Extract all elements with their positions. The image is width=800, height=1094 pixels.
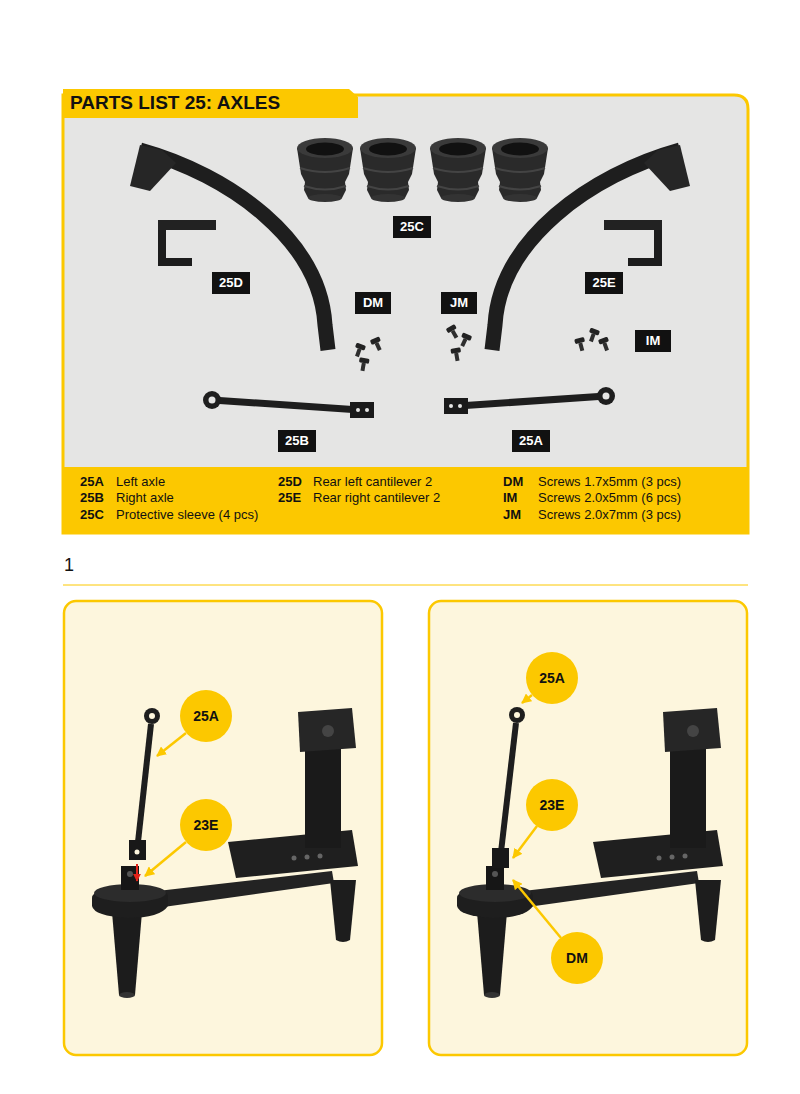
part-code: 25A xyxy=(193,708,219,725)
part-code: 25C xyxy=(400,219,424,235)
part-code: 25D xyxy=(219,275,243,291)
part-code: JM xyxy=(503,507,521,523)
callout-circle: DM xyxy=(551,932,603,984)
part-code: 23E xyxy=(194,817,219,834)
callout-circle: 25A xyxy=(180,690,232,742)
part-code: 25E xyxy=(278,490,301,506)
part-tag: DM xyxy=(355,292,391,314)
part-code: IM xyxy=(503,490,517,506)
part-tag: 25E xyxy=(585,272,622,294)
part-code: 25A xyxy=(539,670,565,687)
part-name: Right axle xyxy=(116,490,174,506)
part-name: Screws 2.0x5mm (6 pcs) xyxy=(538,490,681,506)
part-name: Left axle xyxy=(116,474,165,490)
part-code: DM xyxy=(566,950,588,967)
part-code: 25C xyxy=(80,507,104,523)
part-code: 25B xyxy=(80,490,104,506)
part-code: IM xyxy=(646,333,660,349)
parts-list-title: PARTS LIST 25: AXLES xyxy=(70,92,280,115)
part-tag: IM xyxy=(635,330,671,352)
part-code: 25B xyxy=(285,433,309,449)
part-name: Protective sleeve (4 pcs) xyxy=(116,507,258,523)
callout-circle: 23E xyxy=(526,779,578,831)
part-tag: 25B xyxy=(278,430,316,452)
part-code: 25D xyxy=(278,474,302,490)
part-tag: 25A xyxy=(512,430,550,452)
part-tag: 25C xyxy=(393,216,431,238)
part-name: Rear right cantilever 2 xyxy=(313,490,440,506)
part-code: 25A xyxy=(519,433,543,449)
part-name: Screws 2.0x7mm (3 pcs) xyxy=(538,507,681,523)
part-tag: 25D xyxy=(212,272,250,294)
callout-circle: 25A xyxy=(526,652,578,704)
part-code: JM xyxy=(450,295,468,311)
step-number: 1 xyxy=(64,555,74,577)
part-name: Rear left cantilever 2 xyxy=(313,474,432,490)
part-code: DM xyxy=(503,474,523,490)
part-name: Screws 1.7x5mm (3 pcs) xyxy=(538,474,681,490)
part-tag: JM xyxy=(441,292,477,314)
part-code: 23E xyxy=(540,797,565,814)
callout-circle: 23E xyxy=(180,799,232,851)
part-code: DM xyxy=(363,295,383,311)
part-code: 25E xyxy=(592,275,615,291)
part-code: 25A xyxy=(80,474,104,490)
